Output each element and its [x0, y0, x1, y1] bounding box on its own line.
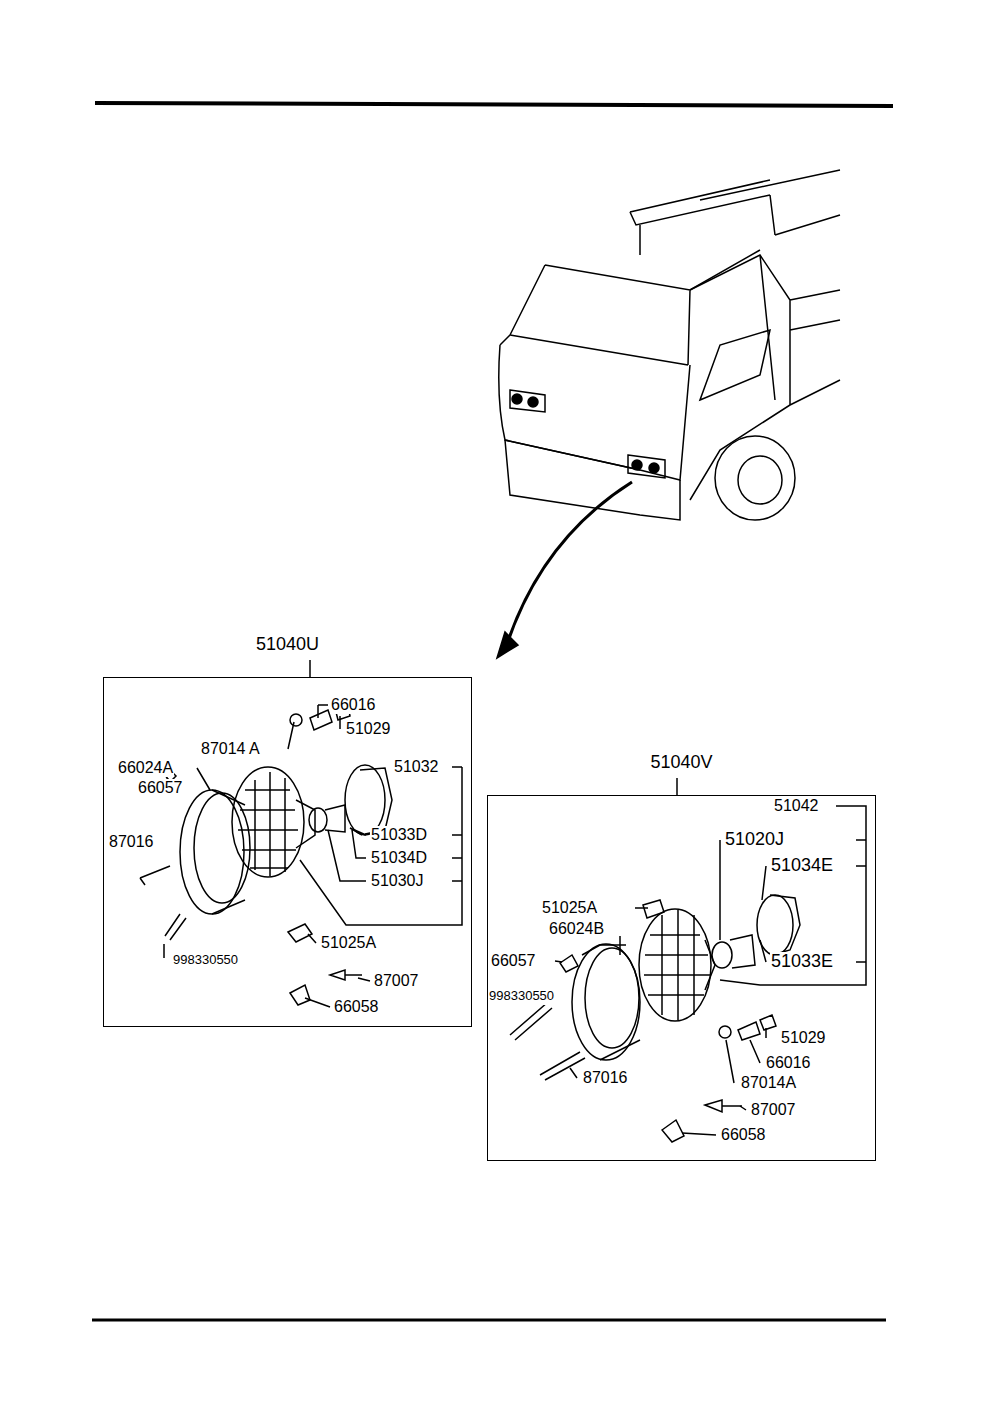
callout-number: 87014 A	[200, 740, 261, 758]
callout-number: 66057	[137, 779, 184, 797]
callout-number: 66058	[333, 998, 380, 1016]
callout-number: 87014A	[740, 1074, 797, 1092]
callout-number: 87007	[750, 1101, 797, 1119]
callout-number: 51029	[780, 1029, 827, 1047]
callout-number: 66016	[330, 696, 377, 714]
callout-number: 87016	[108, 833, 155, 851]
callout-number: 51025A	[541, 899, 598, 917]
callout-number: 66058	[720, 1126, 767, 1144]
callout-number: 51034E	[770, 856, 834, 874]
callout-number: 66024A	[117, 759, 174, 777]
callout-number: 51032	[393, 758, 440, 776]
callout-number: 51029	[345, 720, 392, 738]
callout-number: 51030J	[370, 872, 425, 890]
callout-number: 51033D	[370, 826, 428, 844]
callout-number: 51042	[773, 797, 820, 815]
callout-number: 66016	[765, 1054, 812, 1072]
assembly-number: 51040U	[254, 634, 321, 655]
callout-number: 998330550	[172, 951, 239, 969]
assembly-number: 51040V	[648, 752, 714, 773]
callout-number: 51025A	[320, 934, 377, 952]
callout-number: 66057	[490, 952, 537, 970]
callout-number: 66024B	[548, 920, 605, 938]
callout-number: 87016	[582, 1069, 629, 1087]
assembly-frame: 51040V	[487, 795, 876, 1161]
callout-number: 51033E	[770, 952, 834, 970]
callout-number: 51020J	[724, 830, 785, 848]
callout-number: 87007	[373, 972, 420, 990]
callout-number: 998330550	[488, 987, 555, 1005]
callout-number: 51034D	[370, 849, 428, 867]
